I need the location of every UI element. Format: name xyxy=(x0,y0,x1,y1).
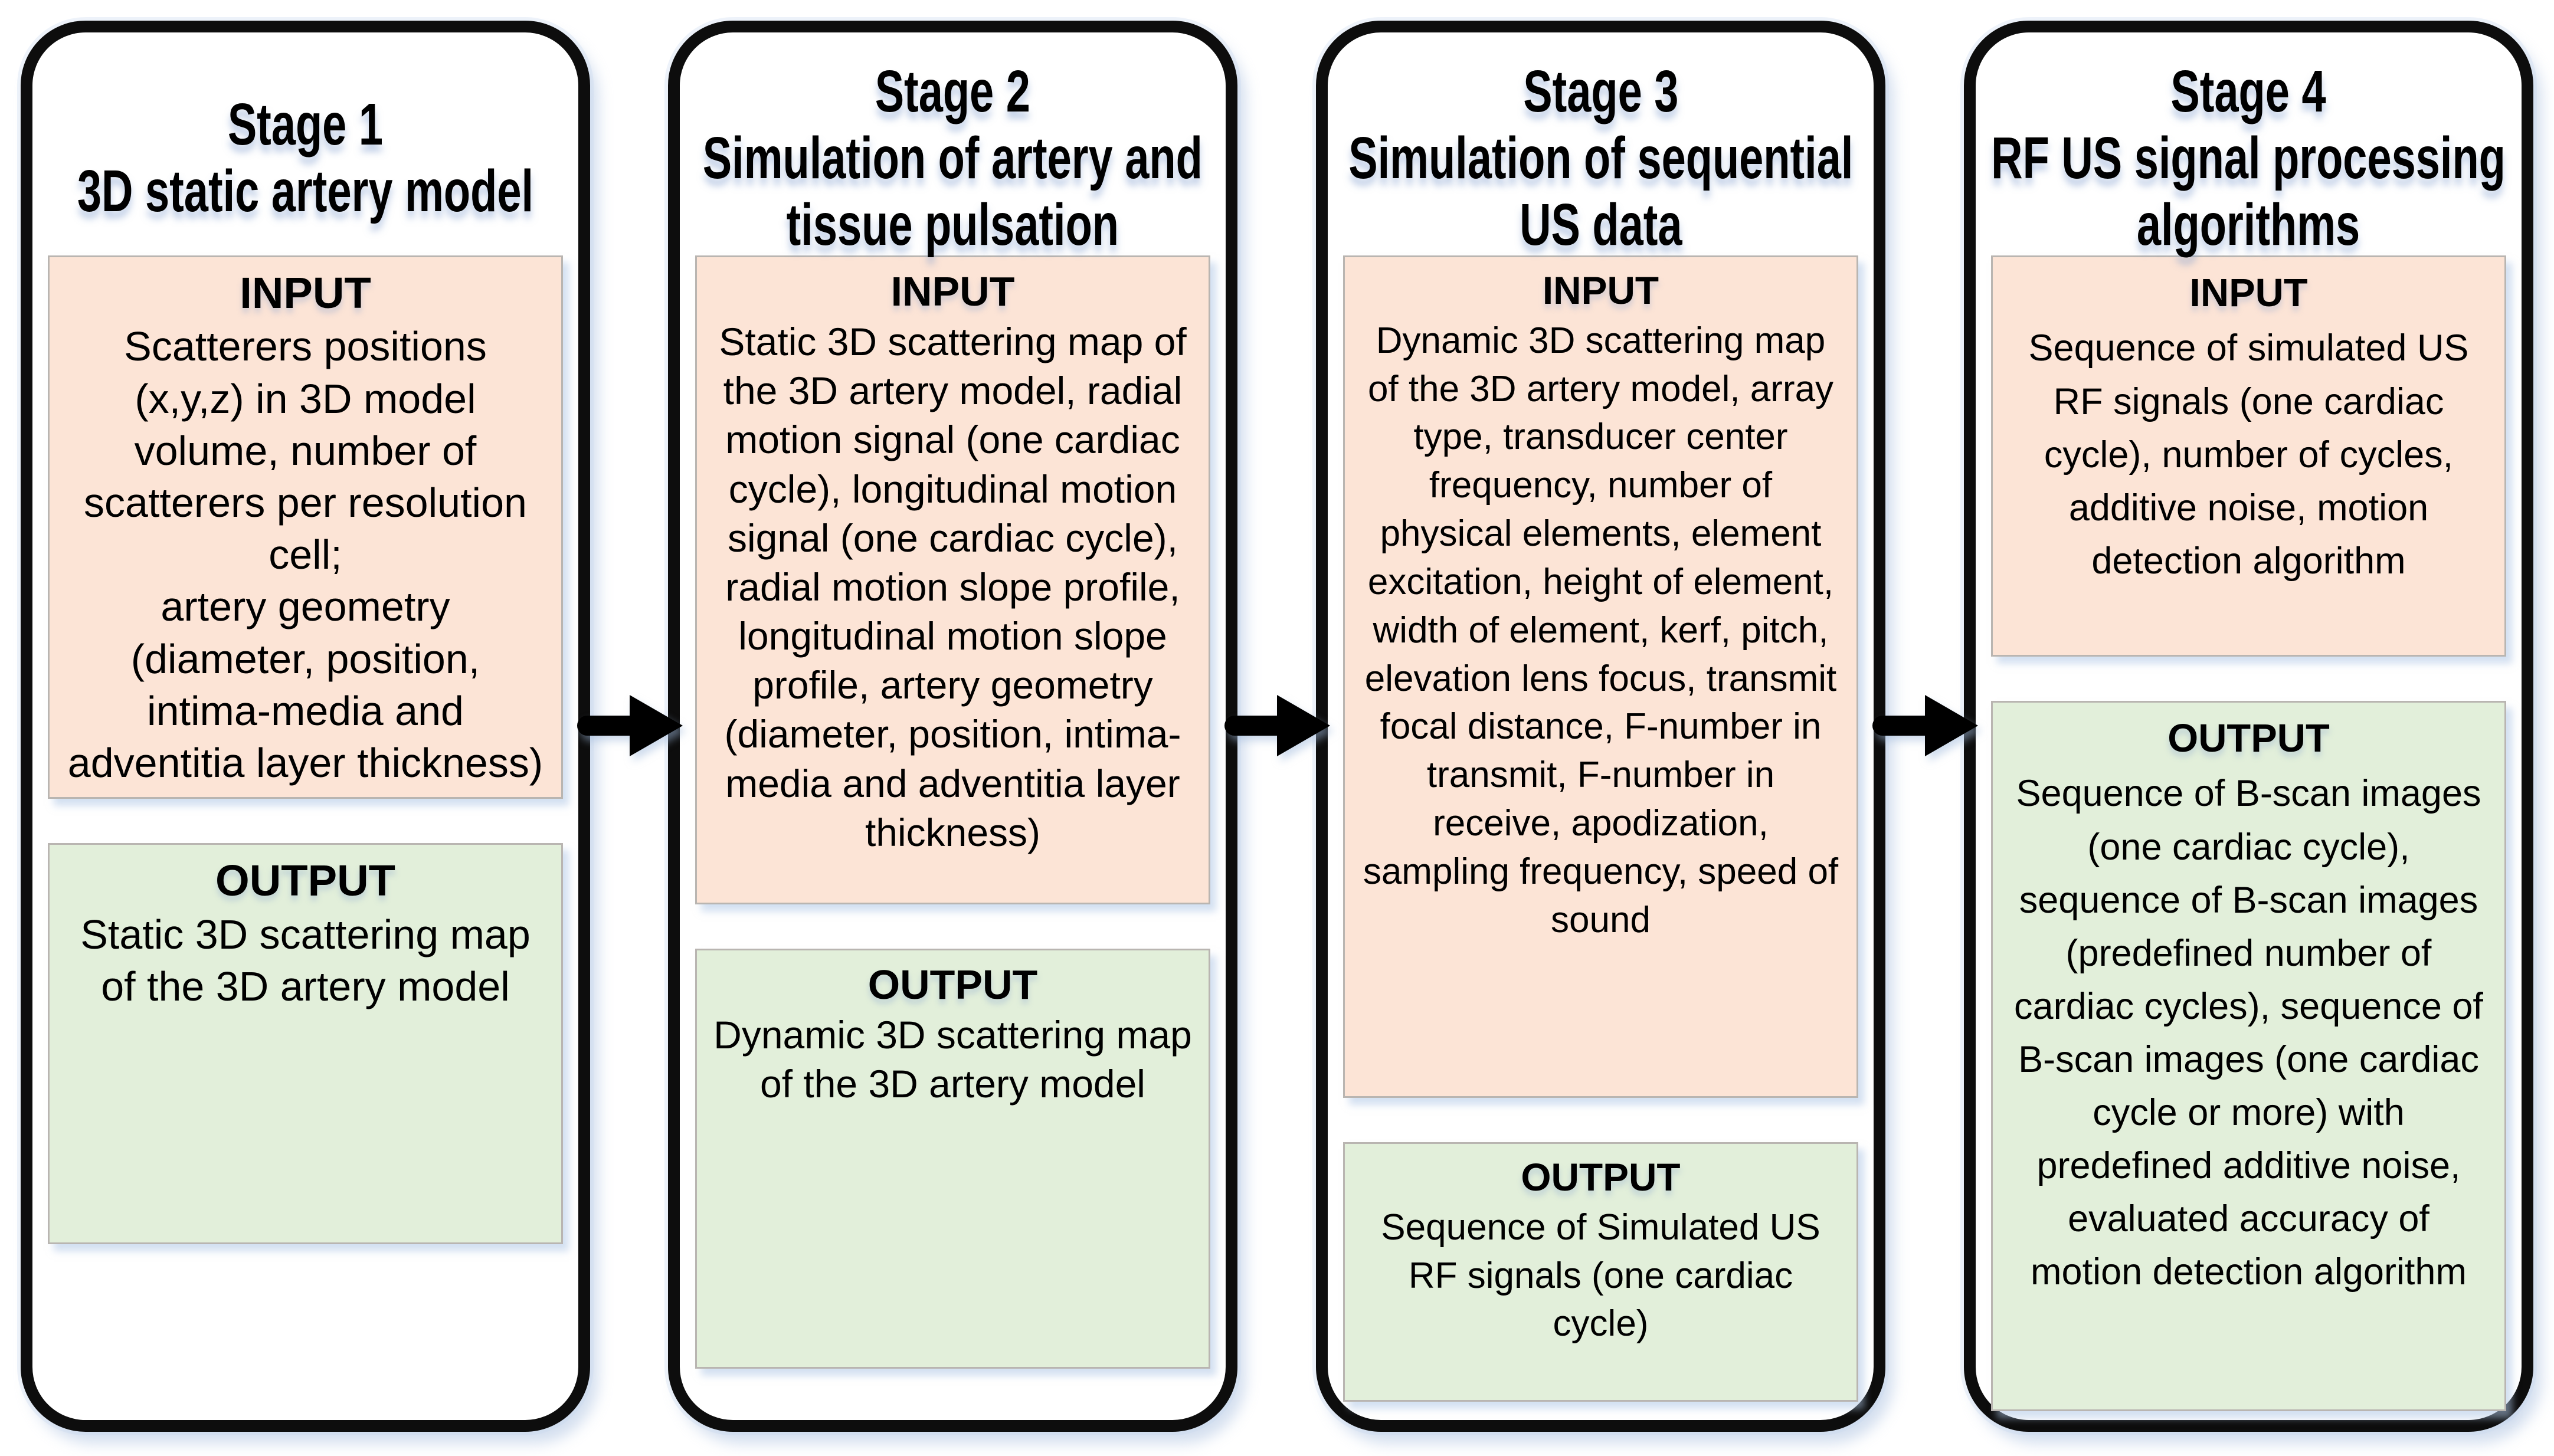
output-box: OUTPUT Dynamic 3D scattering map of the … xyxy=(695,949,1210,1369)
input-box: INPUT Dynamic 3D scattering map of the 3… xyxy=(1343,255,1858,1098)
stage-card-1: Stage 1 3D static artery model INPUT Sca… xyxy=(21,21,590,1432)
input-label: INPUT xyxy=(2189,271,2308,315)
stage-title: Stage 4 RF US signal processing algorith… xyxy=(1984,58,2513,258)
output-label: OUTPUT xyxy=(215,856,395,906)
stage-title-text: Stage 1 3D static artery model xyxy=(77,91,534,224)
stage-title-text: Stage 2 Simulation of artery and tissue … xyxy=(702,58,1203,258)
input-label: INPUT xyxy=(1542,269,1659,312)
output-box: OUTPUT Sequence of Simulated US RF signa… xyxy=(1343,1142,1858,1402)
flow-arrow-1 xyxy=(577,695,683,756)
output-text: Sequence of B-scan images (one cardiac c… xyxy=(2014,773,2483,1293)
output-text: Static 3D scattering map of the 3D arter… xyxy=(80,911,531,1009)
input-box: INPUT Scatterers positions (x,y,z) in 3D… xyxy=(48,255,563,799)
input-box: INPUT Static 3D scattering map of the 3D… xyxy=(695,255,1210,904)
stage-title: Stage 2 Simulation of artery and tissue … xyxy=(688,58,1217,258)
flow-arrow-2 xyxy=(1224,695,1330,756)
input-label: INPUT xyxy=(890,268,1015,314)
input-text: Dynamic 3D scattering map of the 3D arte… xyxy=(1363,320,1839,940)
arrow-right-icon xyxy=(1224,695,1330,756)
output-box: OUTPUT Sequence of B-scan images (one ca… xyxy=(1991,701,2506,1411)
output-label: OUTPUT xyxy=(1521,1156,1681,1199)
input-text: Static 3D scattering map of the 3D arter… xyxy=(719,320,1187,854)
input-text: Scatterers positions (x,y,z) in 3D model… xyxy=(67,323,543,786)
output-label: OUTPUT xyxy=(867,962,1038,1008)
input-label: INPUT xyxy=(240,268,371,317)
output-text: Dynamic 3D scattering map of the 3D arte… xyxy=(713,1013,1192,1106)
output-box: OUTPUT Static 3D scattering map of the 3… xyxy=(48,843,563,1245)
stage-card-2: Stage 2 Simulation of artery and tissue … xyxy=(668,21,1237,1432)
stage-title: Stage 1 3D static artery model xyxy=(41,61,570,255)
stage-title-text: Stage 3 Simulation of sequential US data xyxy=(1348,58,1854,258)
arrow-right-icon xyxy=(1872,695,1978,756)
arrow-right-icon xyxy=(577,695,683,756)
stage-card-3: Stage 3 Simulation of sequential US data… xyxy=(1316,21,1885,1432)
output-text: Sequence of Simulated US RF signals (one… xyxy=(1381,1206,1820,1344)
input-box: INPUT Sequence of simulated US RF signal… xyxy=(1991,255,2506,657)
stage-title-text: Stage 4 RF US signal processing algorith… xyxy=(1991,58,2506,258)
input-text: Sequence of simulated US RF signals (one… xyxy=(2028,327,2469,582)
flow-arrow-3 xyxy=(1872,695,1978,756)
stage-title: Stage 3 Simulation of sequential US data xyxy=(1336,58,1865,258)
stage-card-4: Stage 4 RF US signal processing algorith… xyxy=(1964,21,2533,1432)
output-label: OUTPUT xyxy=(2167,717,2330,760)
